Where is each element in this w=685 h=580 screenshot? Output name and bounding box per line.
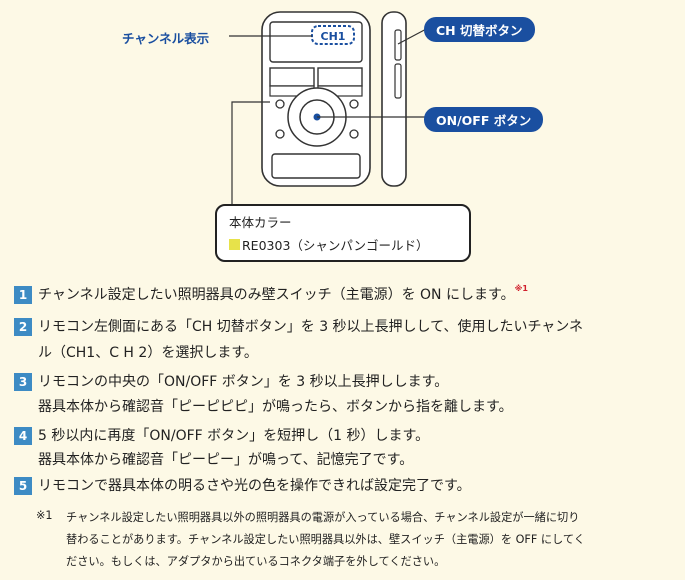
color-swatch [229,239,240,250]
step-2-cont: ル（CH1、C H 2）を選択します。 [38,342,258,362]
footnote-line-3: ださい。もしくは、アダプタから出ているコネクタ端子を外してください。 [66,555,446,568]
step-number: 3 [14,373,32,391]
step-3: 3 リモコンの中央の「ON/OFF ボタン」を 3 秒以上長押しします。 [14,371,448,391]
step-4-cont: 器具本体から確認音「ピーピー」が鳴って、記憶完了です。 [38,449,413,469]
step-text: リモコンの中央の「ON/OFF ボタン」を 3 秒以上長押しします。 [38,374,449,390]
step-number: 1 [14,286,32,304]
footnote-line-1: チャンネル設定したい照明器具以外の照明器具の電源が入っている場合、チャンネル設定… [66,511,580,524]
color-info-box: 本体カラー RE0303（シャンパンゴールド） [215,204,471,262]
remote-front: CH1 [261,11,371,187]
color-box-model-row: RE0303（シャンパンゴールド） [229,235,429,254]
color-box-title: 本体カラー [229,215,292,230]
step-text: 器具本体から確認音「ピーピー」が鳴って、記憶完了です。 [38,452,414,468]
step-4: 4 5 秒以内に再度「ON/OFF ボタン」を短押し（1 秒）します。 [14,425,429,445]
step-text: リモコン左側面にある「CH 切替ボタン」を 3 秒以上長押しして、使用したいチャ… [38,319,584,335]
color-box-model: RE0303（シャンパンゴールド） [242,238,429,253]
step-text: リモコンで器具本体の明るさや光の色を操作できれば設定完了です。 [38,478,471,494]
leader-color [231,101,270,206]
step-3-cont: 器具本体から確認音「ピーピピピ」が鳴ったら、ボタンから指を離します。 [38,396,513,416]
on-off-button-label: ON/OFF ボタン [424,107,544,132]
step-5: 5 リモコンで器具本体の明るさや光の色を操作できれば設定完了です。 [14,475,471,495]
step-text: ル（CH1、C H 2）を選択します。 [38,345,258,361]
remote-diagram: CH1 [229,11,431,206]
step-2: 2 リモコン左側面にある「CH 切替ボタン」を 3 秒以上長押しして、使用したいチ… [14,316,583,336]
step-1: 1 チャンネル設定したい照明器具のみ壁スイッチ（主電源）を ON にします。※1 [14,284,528,304]
step-number: 4 [14,427,32,445]
step-number: 5 [14,477,32,495]
step-text: 器具本体から確認音「ピーピピピ」が鳴ったら、ボタンから指を離します。 [38,399,513,415]
step-text: 5 秒以内に再度「ON/OFF ボタン」を短押し（1 秒）します。 [38,428,430,444]
ch-switch-button-label: CH 切替ボタン [424,17,535,42]
footnote-mark: ※1 [36,509,53,522]
step-number: 2 [14,318,32,336]
footnote-line-2: 替わることがあります。チャンネル設定したい照明器具以外は、壁スイッチ（主電源）を… [66,533,585,546]
display-text: CH1 [321,30,346,43]
step-text: チャンネル設定したい照明器具のみ壁スイッチ（主電源）を ON にします。 [38,287,515,303]
remote-side [381,11,407,187]
step-footnote-ref: ※1 [514,284,528,293]
channel-display-label: チャンネル表示 [122,31,210,46]
